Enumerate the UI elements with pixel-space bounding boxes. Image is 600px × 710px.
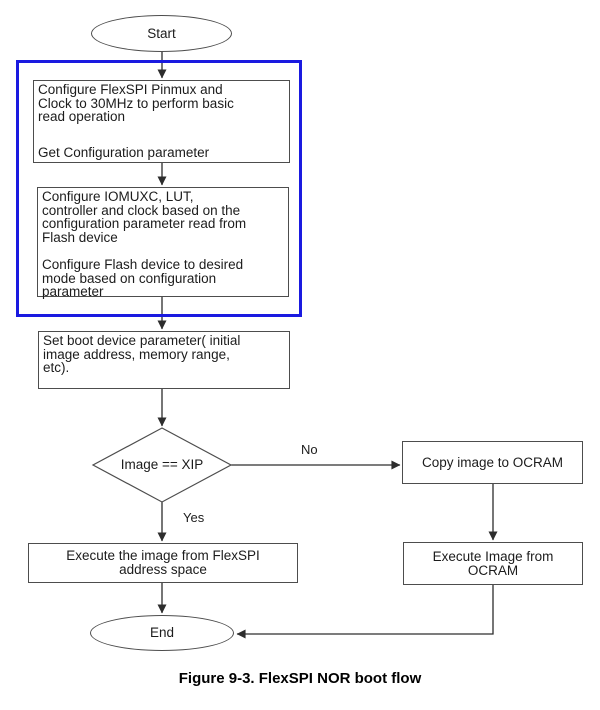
process-configure-clock-text: Configure FlexSPI Pinmux and Clock to 30…: [38, 82, 234, 125]
process-copy-image-ocram-label: Copy image to OCRAM: [421, 454, 564, 470]
process-configure-iomuxc: Configure IOMUXC, LUT, controller and cl…: [37, 187, 289, 300]
process-set-boot-device: Set boot device parameter( initial image…: [38, 331, 290, 389]
decision-xip-label: Image == XIP: [120, 457, 204, 472]
process-execute-flexspi: Execute the image from FlexSPI address s…: [28, 543, 298, 583]
end-terminator: End: [90, 615, 234, 651]
start-label: Start: [147, 25, 176, 41]
start-terminator: Start: [91, 15, 232, 52]
end-label: End: [149, 625, 175, 641]
process-get-config-text: Get Configuration parameter: [38, 145, 210, 161]
figure-caption: Figure 9-3. FlexSPI NOR boot flow: [178, 670, 422, 687]
edge-exec-ocram-to-end: [236, 585, 494, 639]
decision-diamond: [91, 427, 233, 503]
process-configure-iomuxc-text: Configure IOMUXC, LUT, controller and cl…: [42, 189, 247, 245]
edge-label-no: No: [301, 442, 318, 457]
edge-label-yes: Yes: [183, 510, 205, 525]
process-configure-clock: Configure FlexSPI Pinmux and Clock to 30…: [33, 80, 290, 163]
process-configure-flash-text: Configure Flash device to desired mode b…: [42, 256, 244, 300]
process-copy-image-ocram: Copy image to OCRAM: [402, 441, 583, 484]
process-execute-ocram: Execute Image from OCRAM: [403, 542, 583, 585]
